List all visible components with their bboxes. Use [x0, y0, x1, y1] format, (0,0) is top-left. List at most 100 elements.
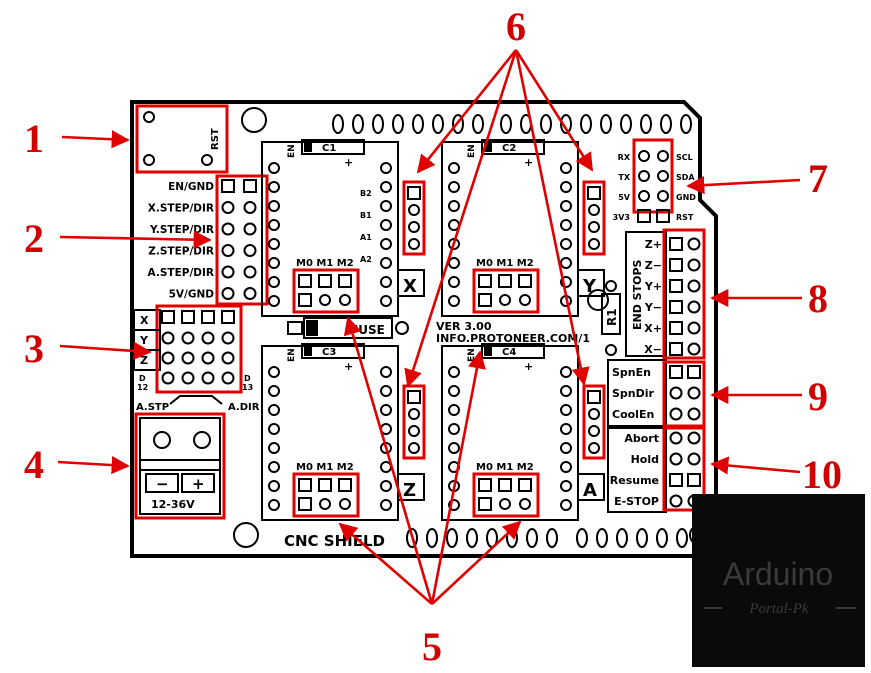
reset-button-block: RST — [135, 104, 229, 174]
coil-pin-2: A1 — [360, 233, 372, 242]
callout-2: 2 — [24, 216, 44, 261]
en-label-0: EN — [287, 144, 297, 158]
control-label-3: E-STOP — [614, 495, 659, 508]
callout-5: 5 — [422, 624, 442, 669]
arrow-3 — [59, 341, 152, 360]
microstep-label-1: M0 M1 M2 — [476, 258, 534, 269]
callout-8: 8 — [808, 276, 828, 321]
axis3-label-2: Z — [140, 354, 148, 367]
endstop-label-3: Y− — [644, 301, 662, 314]
arrow-4 — [57, 455, 130, 475]
cap-plus-3: + — [524, 360, 533, 373]
power-terminal-block: − + 12-36V — [134, 412, 226, 520]
serial-right-2: GND — [676, 193, 696, 202]
microstep-label-2: M0 M1 M2 — [296, 462, 354, 473]
cap-label-0: C1 — [322, 143, 336, 154]
psu-minus-label: − — [156, 475, 169, 493]
arrow-5a — [338, 522, 433, 605]
arrow-5b — [343, 316, 434, 605]
arrow-1 — [61, 130, 130, 149]
fuse-label: FUSE — [350, 323, 385, 337]
arrow-6a — [416, 49, 518, 174]
r1-label: R1 — [605, 308, 619, 326]
end-stops-label: END STOPS — [631, 259, 644, 330]
d13-label: D — [244, 374, 251, 383]
adir-label: A.DIR — [228, 402, 260, 413]
endstop-label-0: Z+ — [645, 238, 662, 251]
microstep-label-0: M0 M1 M2 — [296, 258, 354, 269]
callout-1: 1 — [24, 116, 44, 161]
control-label-2: Resume — [610, 474, 659, 487]
callout-9: 9 — [808, 374, 828, 419]
serial-left-2: 5V — [618, 193, 631, 202]
callout-7: 7 — [808, 156, 828, 201]
serial-left-0: RX — [618, 153, 631, 162]
top-header-pins — [332, 114, 692, 134]
arrow-6d — [514, 49, 590, 386]
axis-label-3: A — [583, 480, 597, 501]
astp-label: A.STP — [136, 402, 169, 413]
cap-plus-1: + — [524, 156, 533, 169]
callout-6: 6 — [506, 4, 526, 49]
header2-label-2: Y.STEP/DIR — [149, 224, 214, 236]
watermark-line2: Portal-Pk — [748, 601, 808, 617]
control-label-1: Hold — [631, 453, 659, 466]
arrow-6b — [404, 49, 518, 388]
board-outline — [130, 100, 718, 558]
psu-voltage-label: 12-36V — [151, 498, 195, 511]
endstop-label-5: X− — [644, 343, 662, 356]
axis-label-1: Y — [582, 276, 597, 297]
header2-label-0: EN/GND — [168, 181, 214, 193]
cap-plus-0: + — [344, 156, 353, 169]
arrow-7 — [686, 176, 801, 195]
watermark-line1: Arduino — [723, 556, 833, 592]
d12-label: D — [139, 374, 146, 383]
serial-left-3: 3V3 — [613, 213, 630, 222]
callout-arrows — [57, 49, 802, 605]
header2-label-3: Z.STEP/DIR — [148, 246, 214, 258]
coil-pin-1: B1 — [360, 211, 372, 220]
arrow-5c — [430, 350, 486, 605]
control-label-0: Abort — [624, 432, 659, 445]
spindle-label-0: SpnEn — [612, 366, 651, 379]
cap-label-3: C4 — [502, 347, 516, 358]
serial-right-3: RST — [676, 213, 694, 222]
svg-text:13: 13 — [242, 383, 253, 392]
shield-name: CNC SHIELD — [284, 532, 385, 550]
endstop-label-4: X+ — [644, 322, 662, 335]
header2-label-4: A.STEP/DIR — [148, 267, 214, 279]
coil-pin-0: B2 — [360, 189, 372, 198]
cap-label-1: C2 — [502, 143, 516, 154]
axis3-label-1: Y — [139, 334, 149, 347]
svg-text:12: 12 — [137, 383, 148, 392]
spindle-label-1: SpnDir — [612, 387, 655, 400]
en-label-1: EN — [467, 144, 477, 158]
cap-plus-2: + — [344, 360, 353, 373]
arrow-2 — [59, 230, 212, 249]
arrow-5d — [431, 520, 522, 605]
callout-4: 4 — [24, 442, 44, 487]
serial-right-1: SDA — [676, 173, 695, 182]
en-label-2: EN — [287, 348, 297, 362]
spindle-label-2: CoolEn — [612, 408, 654, 421]
driver-socket-y: EN C2 + Y M0 M1 M2 — [441, 139, 606, 317]
en-label-3: EN — [467, 348, 477, 362]
axis-label-0: X — [403, 276, 417, 297]
rst-label: RST — [210, 128, 221, 150]
axis-label-2: Z — [403, 480, 416, 501]
callout-10: 10 — [802, 452, 842, 497]
header2-label-1: X.STEP/DIR — [148, 203, 214, 215]
resistor-r1: R1 — [601, 280, 621, 356]
microstep-label-3: M0 M1 M2 — [476, 462, 534, 473]
version-label: VER 3.00 — [436, 320, 492, 333]
endstop-label-1: Z− — [645, 259, 662, 272]
serial-left-1: TX — [618, 173, 630, 182]
arrow-6c — [514, 49, 594, 172]
coil-pin-3: A2 — [360, 255, 372, 264]
